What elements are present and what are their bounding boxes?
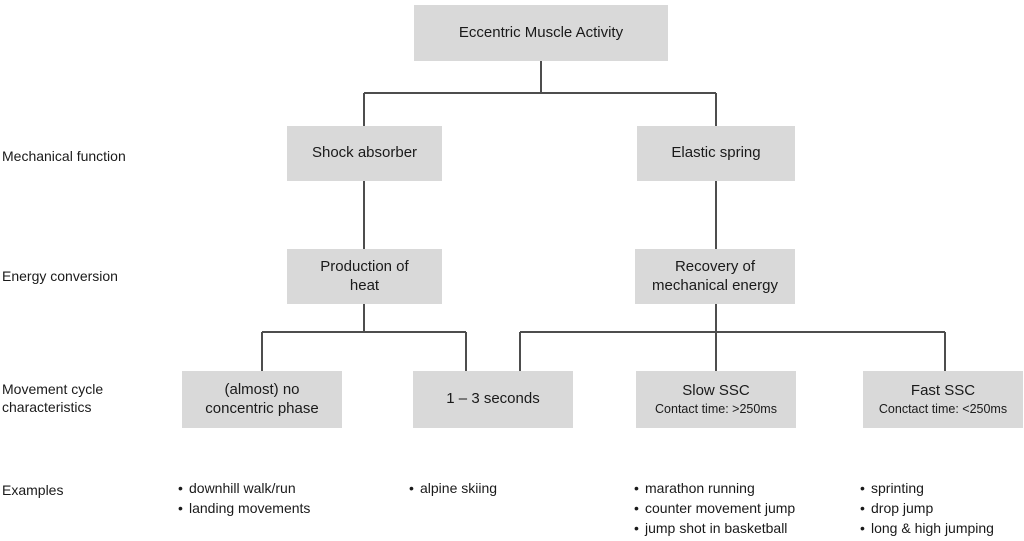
node-elastic-spring[interactable]: Elastic spring bbox=[637, 126, 795, 181]
node-almost-no-concentric-phase[interactable]: (almost) no concentric phase bbox=[182, 371, 342, 428]
node-one-to-three-seconds[interactable]: 1 – 3 seconds bbox=[413, 371, 573, 428]
row-label-mechanical-function: Mechanical function bbox=[2, 148, 126, 164]
example-item: drop jump bbox=[860, 498, 994, 518]
node-slow-ssc[interactable]: Slow SSC Contact time: >250ms bbox=[636, 371, 796, 428]
node-recovery-of-mechanical-energy[interactable]: Recovery of mechanical energy bbox=[635, 249, 795, 304]
examples-slow-ssc-list: marathon runningcounter movement jumpjum… bbox=[634, 478, 795, 538]
row-label-movement-cycle-characteristics: Movement cycle characteristics bbox=[2, 381, 104, 416]
examples-slow-ssc: marathon runningcounter movement jumpjum… bbox=[634, 478, 795, 538]
example-item: jump shot in basketball bbox=[634, 518, 795, 538]
example-item: long & high jumping bbox=[860, 518, 994, 538]
node-shock-absorber-label: Shock absorber bbox=[311, 144, 418, 162]
node-fast-ssc[interactable]: Fast SSC Conctact time: <250ms bbox=[863, 371, 1023, 428]
examples-alpine: alpine skiing bbox=[409, 478, 497, 498]
node-fast-ssc-sublabel: Conctact time: <250ms bbox=[878, 401, 1008, 416]
examples-fast-ssc-list: sprintingdrop jumplong & high jumping bbox=[860, 478, 994, 538]
example-item: marathon running bbox=[634, 478, 795, 498]
row-label-energy-conversion: Energy conversion bbox=[2, 268, 118, 284]
node-shock-absorber[interactable]: Shock absorber bbox=[287, 126, 442, 181]
examples-fast-ssc: sprintingdrop jumplong & high jumping bbox=[860, 478, 994, 538]
examples-shock-absorber-list: downhill walk/runlanding movements bbox=[178, 478, 310, 518]
example-item: landing movements bbox=[178, 498, 310, 518]
node-recovery-of-mechanical-energy-label: Recovery of mechanical energy bbox=[652, 258, 778, 294]
node-production-of-heat[interactable]: Production of heat bbox=[287, 249, 442, 304]
examples-alpine-list: alpine skiing bbox=[409, 478, 497, 498]
node-production-of-heat-label: Production of heat bbox=[320, 258, 409, 294]
node-one-to-three-seconds-label: 1 – 3 seconds bbox=[446, 390, 540, 408]
example-item: sprinting bbox=[860, 478, 994, 498]
node-slow-ssc-label: Slow SSC bbox=[682, 382, 750, 400]
node-elastic-spring-label: Elastic spring bbox=[671, 144, 761, 162]
node-almost-no-concentric-phase-label: (almost) no concentric phase bbox=[205, 381, 319, 417]
node-fast-ssc-label: Fast SSC bbox=[910, 382, 976, 400]
node-slow-ssc-sublabel: Contact time: >250ms bbox=[655, 401, 777, 416]
node-eccentric-muscle-activity[interactable]: Eccentric Muscle Activity bbox=[414, 5, 668, 61]
node-eccentric-muscle-activity-label: Eccentric Muscle Activity bbox=[458, 23, 624, 41]
row-label-examples: Examples bbox=[2, 482, 64, 498]
example-item: downhill walk/run bbox=[178, 478, 310, 498]
example-item: counter movement jump bbox=[634, 498, 795, 518]
example-item: alpine skiing bbox=[409, 478, 497, 498]
examples-shock-absorber: downhill walk/runlanding movements bbox=[178, 478, 310, 518]
